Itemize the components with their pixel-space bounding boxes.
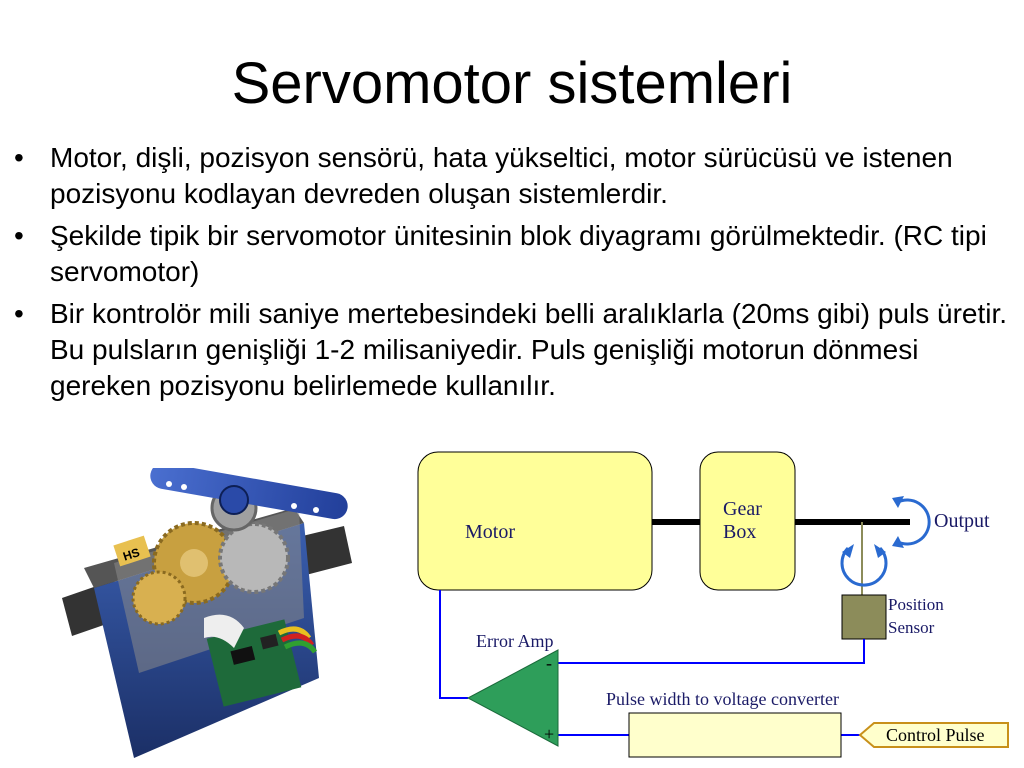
minus-input-label: - [546,653,552,673]
bullet-text: Motor, dişli, pozisyon sensörü, hata yük… [50,142,953,209]
sensor-label-line1: Position [888,595,944,614]
gear-hub [180,549,208,577]
output-label: Output [934,510,990,532]
error-amp-label: Error Amp [476,631,553,651]
bullet-list: • Motor, dişli, pozisyon sensörü, hata yü… [14,140,1014,410]
gearbox-block [699,451,796,591]
gear-medium [218,522,290,594]
motor-block [417,451,653,591]
bullet-item: • Bir kontrolör mili saniye mertebesindek… [14,296,1014,404]
servo-photo: HS [62,468,352,758]
bullet-marker: • [14,298,24,329]
bullet-marker: • [14,142,24,173]
gear-small [131,570,187,626]
motor-drive-wire [439,590,468,699]
servo-sticker [113,535,151,567]
position-sensor-block [841,594,887,640]
gearbox-label-line1: Gear [723,498,762,520]
wire-green [283,640,318,654]
gear-cover [204,614,244,648]
control-pulse-tag [858,722,1009,748]
horn-hole [181,484,187,490]
bullet-item: • Motor, dişli, pozisyon sensörü, hata yü… [14,140,1014,212]
motor-label: Motor [465,521,515,543]
arrowhead-icon [874,544,886,558]
chip [230,646,256,665]
feedback-wire [558,639,865,664]
bullet-item: • Şekilde tipik bir servomotor ünitesinin… [14,218,1014,290]
bullet-marker: • [14,220,24,251]
servo-block-diagram: Motor Gear Box Output Position Sensor Er… [417,451,1009,758]
arrowhead-icon [892,536,904,548]
horn-hole [313,507,319,513]
arrowhead-icon [892,496,904,508]
gearbox-label-line2: Box [723,521,756,543]
output-rotation-arrow [897,498,931,546]
sensor-label-line2: Sensor [888,618,935,637]
mounting-tab [294,526,352,576]
converter-label: Pulse width to voltage converter [606,689,839,709]
bullet-text: Bir kontrolör mili saniye mertebesindeki… [50,298,1008,401]
arrowhead-icon [842,544,854,558]
chip [260,633,279,650]
plus-input-label: + [544,724,554,744]
horn-hole [291,503,297,509]
control-pulse-label: Control Pulse [886,725,985,745]
slide-title: Servomotor sistemleri [231,51,793,116]
bullet-text: Şekilde tipik bir servomotor ünitesinin … [50,220,987,287]
horn-hole [166,481,172,487]
converter-block [628,712,842,758]
servo-horn [150,468,348,520]
servo-sticker-text: HS [121,545,141,563]
wire-red [280,633,315,647]
wire-yellow [277,626,312,640]
error-amp-triangle [466,649,559,747]
sensor-rotation-arrow [840,546,888,587]
horn-hub [219,485,249,515]
